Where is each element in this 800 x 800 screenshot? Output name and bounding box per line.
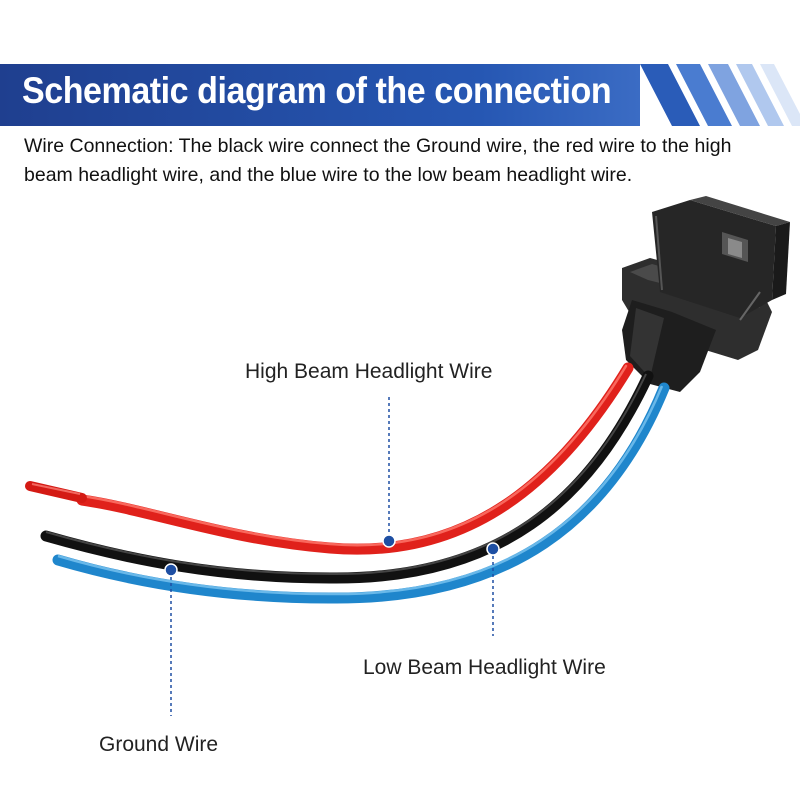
ground-wire-label: Ground Wire bbox=[99, 733, 219, 756]
low-beam-marker bbox=[486, 542, 500, 556]
banner-background bbox=[0, 64, 800, 126]
high-beam-marker bbox=[382, 534, 396, 548]
stripe-1 bbox=[640, 64, 700, 126]
ground-pointer bbox=[164, 563, 178, 716]
red-wire bbox=[25, 362, 634, 555]
black-wire bbox=[40, 370, 654, 584]
connector-housing bbox=[622, 196, 790, 392]
stripe-2 bbox=[676, 64, 732, 126]
high-beam-pointer bbox=[382, 397, 396, 548]
connector-body bbox=[652, 200, 776, 318]
red-wire-tip bbox=[25, 481, 87, 503]
low-beam-label: Low Beam Headlight Wire bbox=[363, 656, 606, 679]
low-beam-pointer bbox=[486, 542, 500, 636]
high-beam-label: High Beam Headlight Wire bbox=[245, 360, 493, 383]
ground-marker bbox=[164, 563, 178, 577]
stripe-5 bbox=[760, 64, 800, 126]
wire-connection-description: Wire Connection: The black wire connect … bbox=[24, 135, 732, 186]
title-banner bbox=[0, 64, 800, 126]
stripe-3 bbox=[708, 64, 760, 126]
page-title: Schematic diagram of the connection bbox=[22, 70, 612, 111]
blue-wire bbox=[52, 382, 670, 604]
stripe-4 bbox=[736, 64, 784, 126]
